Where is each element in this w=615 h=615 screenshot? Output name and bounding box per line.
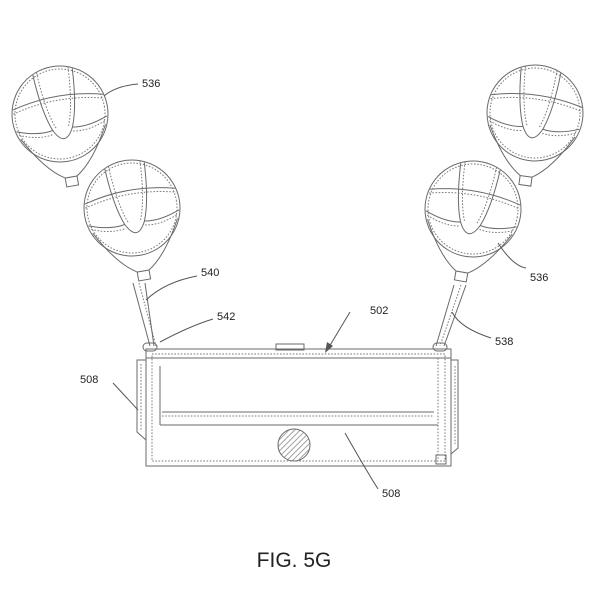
balloon-mid-left	[75, 151, 193, 289]
tether-left	[132, 282, 157, 347]
label-536-left: 536	[142, 78, 160, 90]
device-body	[136, 342, 459, 467]
arrowhead-icon	[325, 342, 333, 353]
label-536-right: 536	[530, 272, 548, 284]
label-538: 538	[495, 336, 513, 348]
label-540: 540	[201, 267, 219, 279]
label-542: 542	[217, 311, 235, 323]
label-508-left: 508	[80, 374, 98, 386]
figure-caption: FIG. 5G	[257, 549, 332, 572]
leader-lines	[103, 83, 527, 490]
label-508-bottom: 508	[382, 488, 400, 500]
label-502: 502	[370, 305, 388, 317]
balloon-top-left	[3, 57, 121, 195]
balloon-top-right	[476, 58, 590, 193]
tether-right	[435, 284, 467, 347]
balloon-mid-right	[412, 152, 530, 290]
